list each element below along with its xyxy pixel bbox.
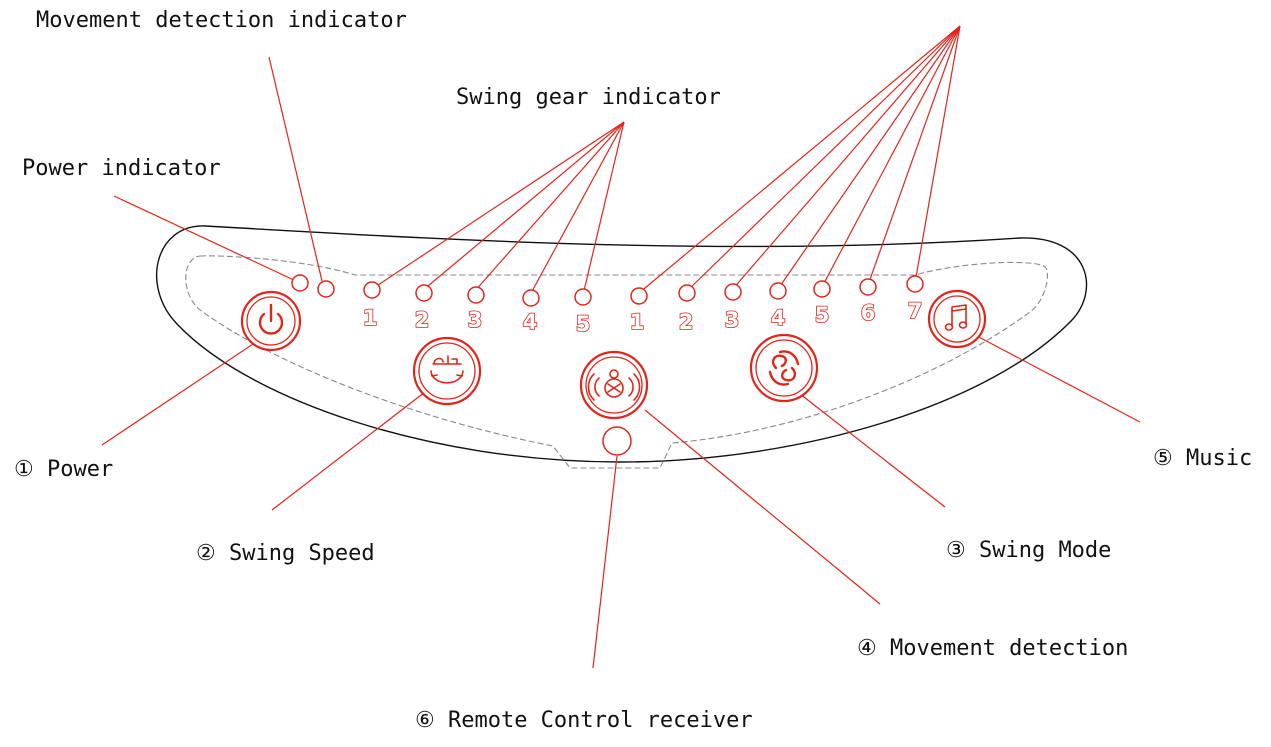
- swing-speed-button[interactable]: [412, 336, 482, 406]
- music-number: 3: [725, 308, 740, 332]
- swing-mode-icon: [768, 350, 800, 386]
- music-led-1: [630, 287, 648, 305]
- swing-gear-leds: [363, 281, 592, 307]
- power-button[interactable]: [240, 290, 302, 352]
- gear-number: 4: [523, 310, 538, 334]
- swing-gear-indicator-label: Swing gear indicator: [456, 85, 721, 110]
- movement-detection-button[interactable]: [579, 350, 649, 420]
- swing-mode-label: ③ Swing Mode: [946, 538, 1111, 563]
- power-label: ① Power: [14, 457, 113, 482]
- movement-detection-label: ④ Movement detection: [857, 636, 1128, 661]
- panel-outline: [155, 225, 1088, 463]
- music-number: 4: [771, 306, 786, 330]
- gear-number: 3: [468, 308, 483, 332]
- gear-number: 5: [576, 312, 591, 336]
- music-led-7: [906, 275, 924, 293]
- swing-mode-button[interactable]: [749, 333, 819, 403]
- movement-indicator-led: [317, 280, 335, 298]
- music-numbers: 1 2 3 4 5 6 7: [629, 298, 923, 335]
- music-leds: [630, 275, 924, 305]
- gear-led-5: [574, 288, 592, 306]
- remote-receiver-label: ⑥ Remote Control receiver: [415, 708, 753, 733]
- gear-number: 1: [363, 306, 378, 330]
- music-led-6: [859, 278, 877, 296]
- music-label: ⑤ Music: [1153, 446, 1252, 471]
- gear-led-4: [522, 289, 540, 307]
- swing-gear-numbers: 1 2 3 4 5: [362, 305, 591, 337]
- music-number: 5: [815, 303, 830, 327]
- music-led-2: [678, 284, 696, 302]
- music-led-4: [769, 282, 787, 300]
- power-icon: [258, 303, 284, 335]
- gear-led-3: [467, 286, 485, 304]
- movement-indicator-label: Movement detection indicator: [36, 8, 407, 33]
- swing-speed-icon: [430, 355, 464, 384]
- gear-number: 2: [415, 308, 430, 332]
- swing-speed-label: ② Swing Speed: [196, 541, 375, 566]
- music-number: 1: [630, 310, 645, 334]
- music-note-icon: [944, 304, 968, 331]
- power-indicator-label: Power indicator: [22, 156, 221, 181]
- music-led-3: [724, 283, 742, 301]
- music-number: 7: [908, 299, 923, 323]
- power-indicator-led: [291, 274, 309, 292]
- music-button[interactable]: [927, 289, 987, 349]
- remote-receiver-window: [602, 426, 632, 456]
- movement-detection-icon: [587, 369, 641, 401]
- music-led-5: [813, 280, 831, 298]
- leader-lines: [101, 25, 1141, 669]
- music-number: 2: [679, 310, 694, 334]
- music-number: 6: [861, 301, 876, 325]
- gear-led-1: [363, 281, 381, 299]
- gear-led-2: [415, 284, 433, 302]
